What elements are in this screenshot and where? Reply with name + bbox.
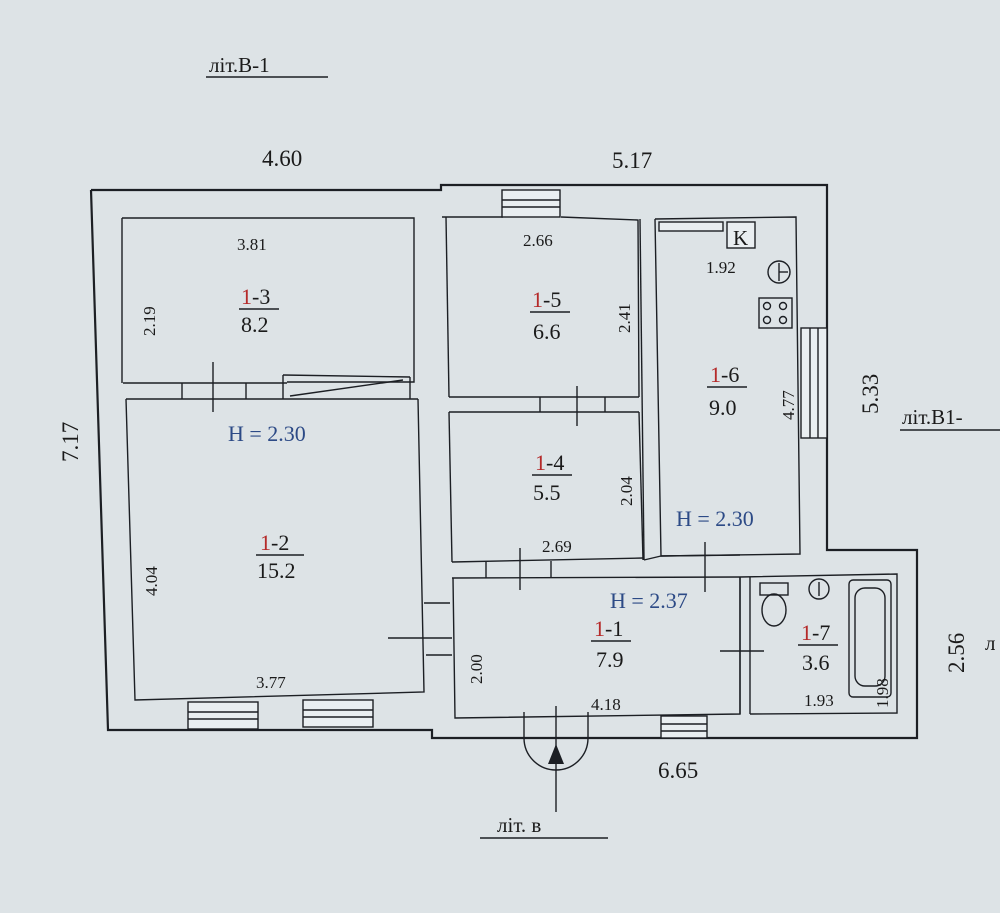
room-1-6-height: 4.77 [779,390,798,420]
svg-text:літ.В-1: літ.В-1 [209,53,270,77]
room-1-7-height: 1.98 [873,678,892,708]
toilet-icon [759,582,789,627]
room-1-5-walls [442,216,640,398]
room-1-4-number: 1-4 [535,450,564,475]
room-1-3-walls [121,217,415,383]
svg-text:літ. в: літ. в [497,813,541,837]
ceiling-height-hall: H = 2.37 [610,588,688,613]
kitchen-mark: K [733,226,748,250]
room-1-7-area: 3.6 [802,650,830,675]
title-right-edge: л [985,631,995,655]
room-1-3-height: 2.19 [140,306,159,336]
svg-text:літ.В1-: літ.В1- [902,405,963,429]
room-1-5-width: 2.66 [523,231,553,250]
dim-top-right: 5.17 [612,148,652,173]
window-1-6 [800,327,828,439]
window-1-2-right [302,699,374,728]
room-1-3-area: 8.2 [241,312,269,337]
room-1-4-width: 2.69 [542,537,572,556]
bathtub-icon [848,579,892,698]
title-main: літ.В-1 [206,53,328,78]
kitchen-mark-box [726,221,756,249]
stove-icon [758,297,793,329]
title-bottom: літ. в [480,813,608,839]
entrance-door [523,706,589,812]
exterior-walls [89,183,919,740]
room-1-6-number: 1-6 [710,362,739,387]
room-1-4-height: 2.04 [617,476,636,506]
room-1-1-walls [452,577,764,719]
room-1-7-width: 1.93 [804,691,834,710]
room-1-2-walls [125,398,425,701]
dim-right: 5.33 [858,374,883,414]
room-1-5-area: 6.6 [533,319,561,344]
room-1-2-height: 4.04 [142,566,161,596]
room-1-1-height: 2.00 [467,654,486,684]
kitchen-sink-icon [767,260,791,284]
window-1-5 [501,189,561,218]
room-1-5-height: 2.41 [615,303,634,333]
room-1-6-walls [639,216,801,592]
kitchen-counter [658,221,724,232]
room-1-2-number: 1-2 [260,530,289,555]
room-1-5-number: 1-5 [532,287,561,312]
ceiling-height-left: H = 2.30 [228,421,306,446]
room-1-1-width: 4.18 [591,695,621,714]
room-1-6-width: 1.92 [706,258,736,277]
bath-sink-icon [808,578,830,600]
window-1-2-left [187,701,259,730]
room-1-6-area: 9.0 [709,395,737,420]
room-1-1-number: 1-1 [594,616,623,641]
door-1-2 [388,602,452,656]
partition-1-3-1-2 [123,362,418,412]
dim-top-left: 4.60 [262,146,302,171]
ceiling-height-kitchen: H = 2.30 [676,506,754,531]
dim-bottom: 6.65 [658,758,698,783]
room-1-3-number: 1-3 [241,284,270,309]
room-1-4-walls [448,411,741,590]
title-right: літ.В1- [900,405,1000,431]
room-1-3-width: 3.81 [237,235,267,254]
room-1-7-number: 1-7 [801,620,830,645]
partition-1-5-1-4 [449,386,639,426]
room-1-4-area: 5.5 [533,480,561,505]
dim-annex-right: 2.56 [944,633,969,673]
room-1-2-width: 3.77 [256,673,286,692]
room-1-1-area: 7.9 [596,647,624,672]
room-1-2-area: 15.2 [257,558,296,583]
dim-left: 7.17 [58,422,83,462]
window-1-1 [660,715,708,739]
room-1-7-walls [739,573,898,715]
